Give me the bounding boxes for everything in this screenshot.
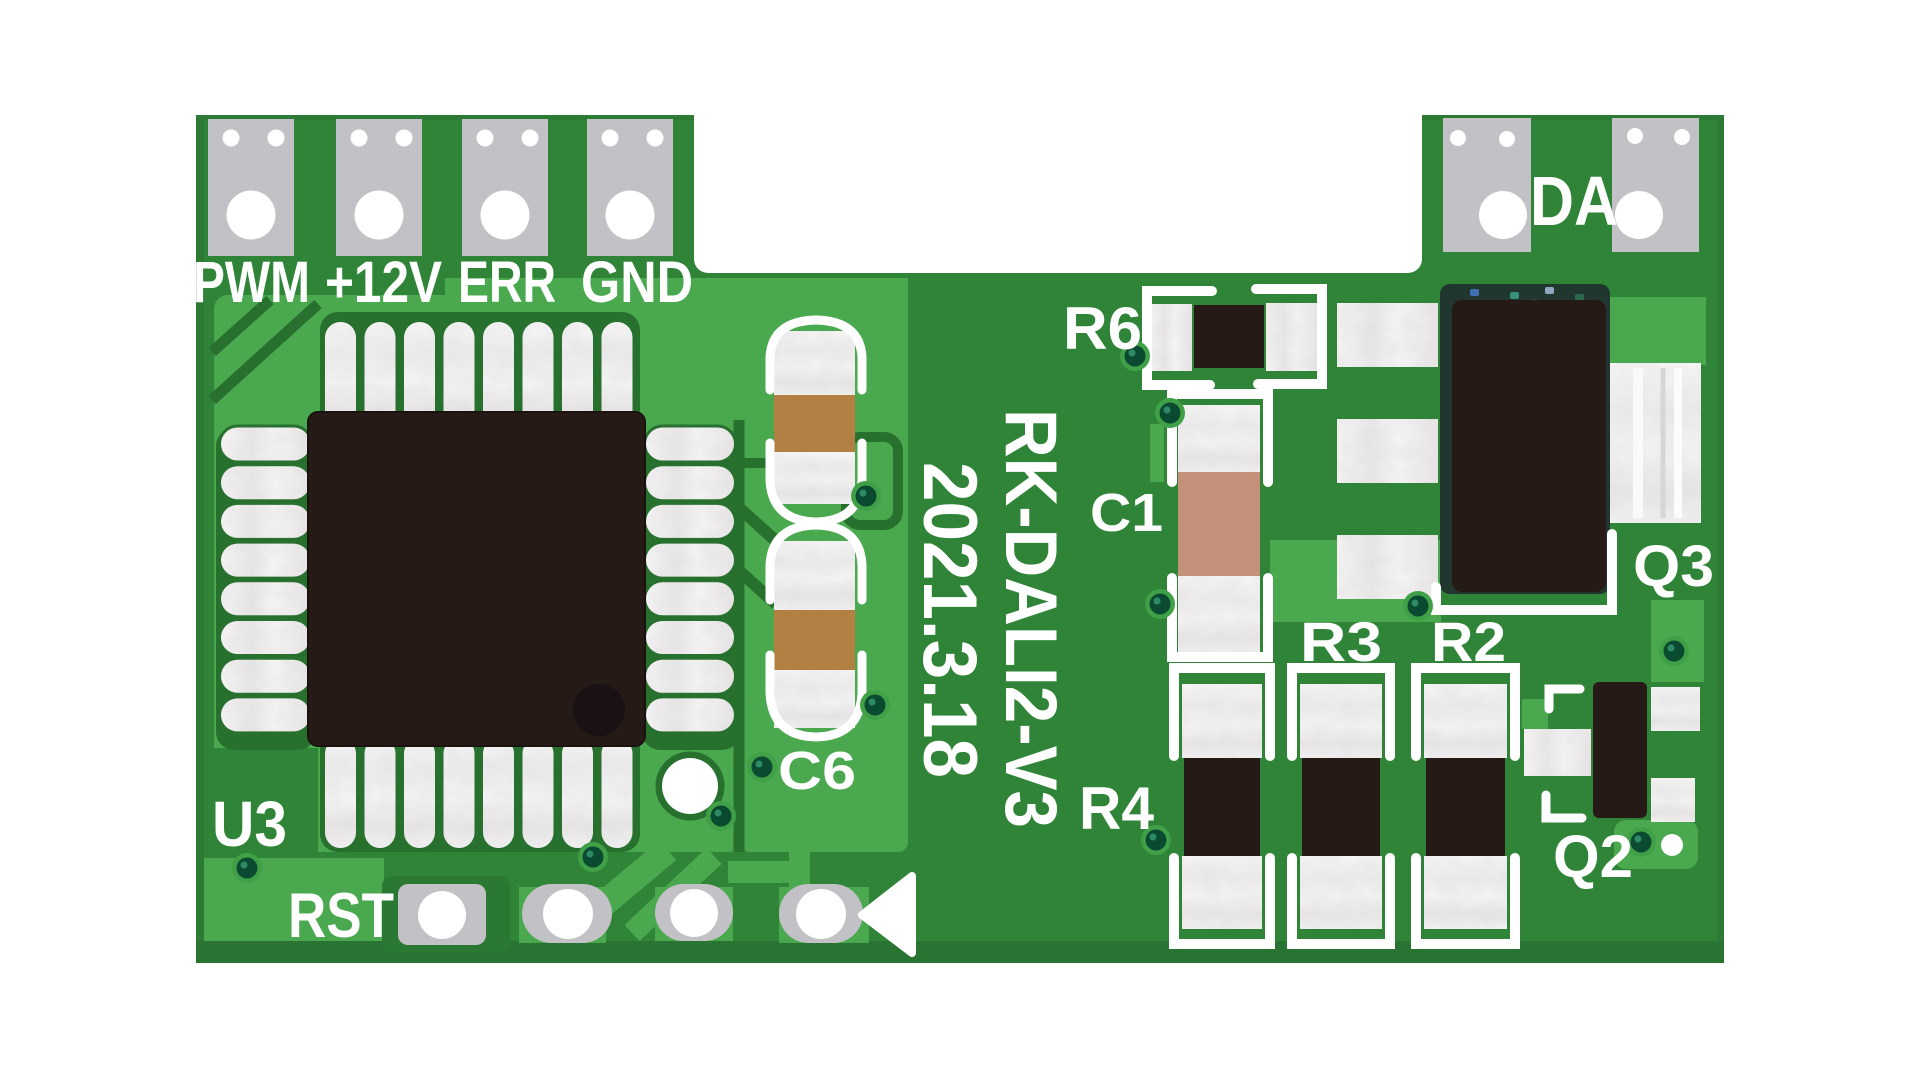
svg-text:U3: U3 xyxy=(212,788,287,860)
svg-text:+12V: +12V xyxy=(325,250,442,315)
svg-text:Q2: Q2 xyxy=(1553,823,1633,890)
svg-text:R2: R2 xyxy=(1431,610,1506,673)
svg-text:R4: R4 xyxy=(1079,775,1155,842)
svg-text:DA: DA xyxy=(1530,162,1618,240)
svg-text:ERR: ERR xyxy=(458,250,556,315)
svg-text:R3: R3 xyxy=(1300,610,1382,673)
svg-text:Q3: Q3 xyxy=(1633,534,1714,599)
svg-text:R6: R6 xyxy=(1063,295,1142,362)
svg-text:2021.3.18: 2021.3.18 xyxy=(907,462,992,778)
svg-text:C1: C1 xyxy=(1090,483,1163,543)
svg-text:C6: C6 xyxy=(778,741,856,801)
svg-text:RST: RST xyxy=(288,881,394,951)
svg-text:PWM: PWM xyxy=(193,250,310,315)
svg-text:RK-DALI2-V3: RK-DALI2-V3 xyxy=(990,409,1071,828)
svg-text:GND: GND xyxy=(581,250,693,315)
